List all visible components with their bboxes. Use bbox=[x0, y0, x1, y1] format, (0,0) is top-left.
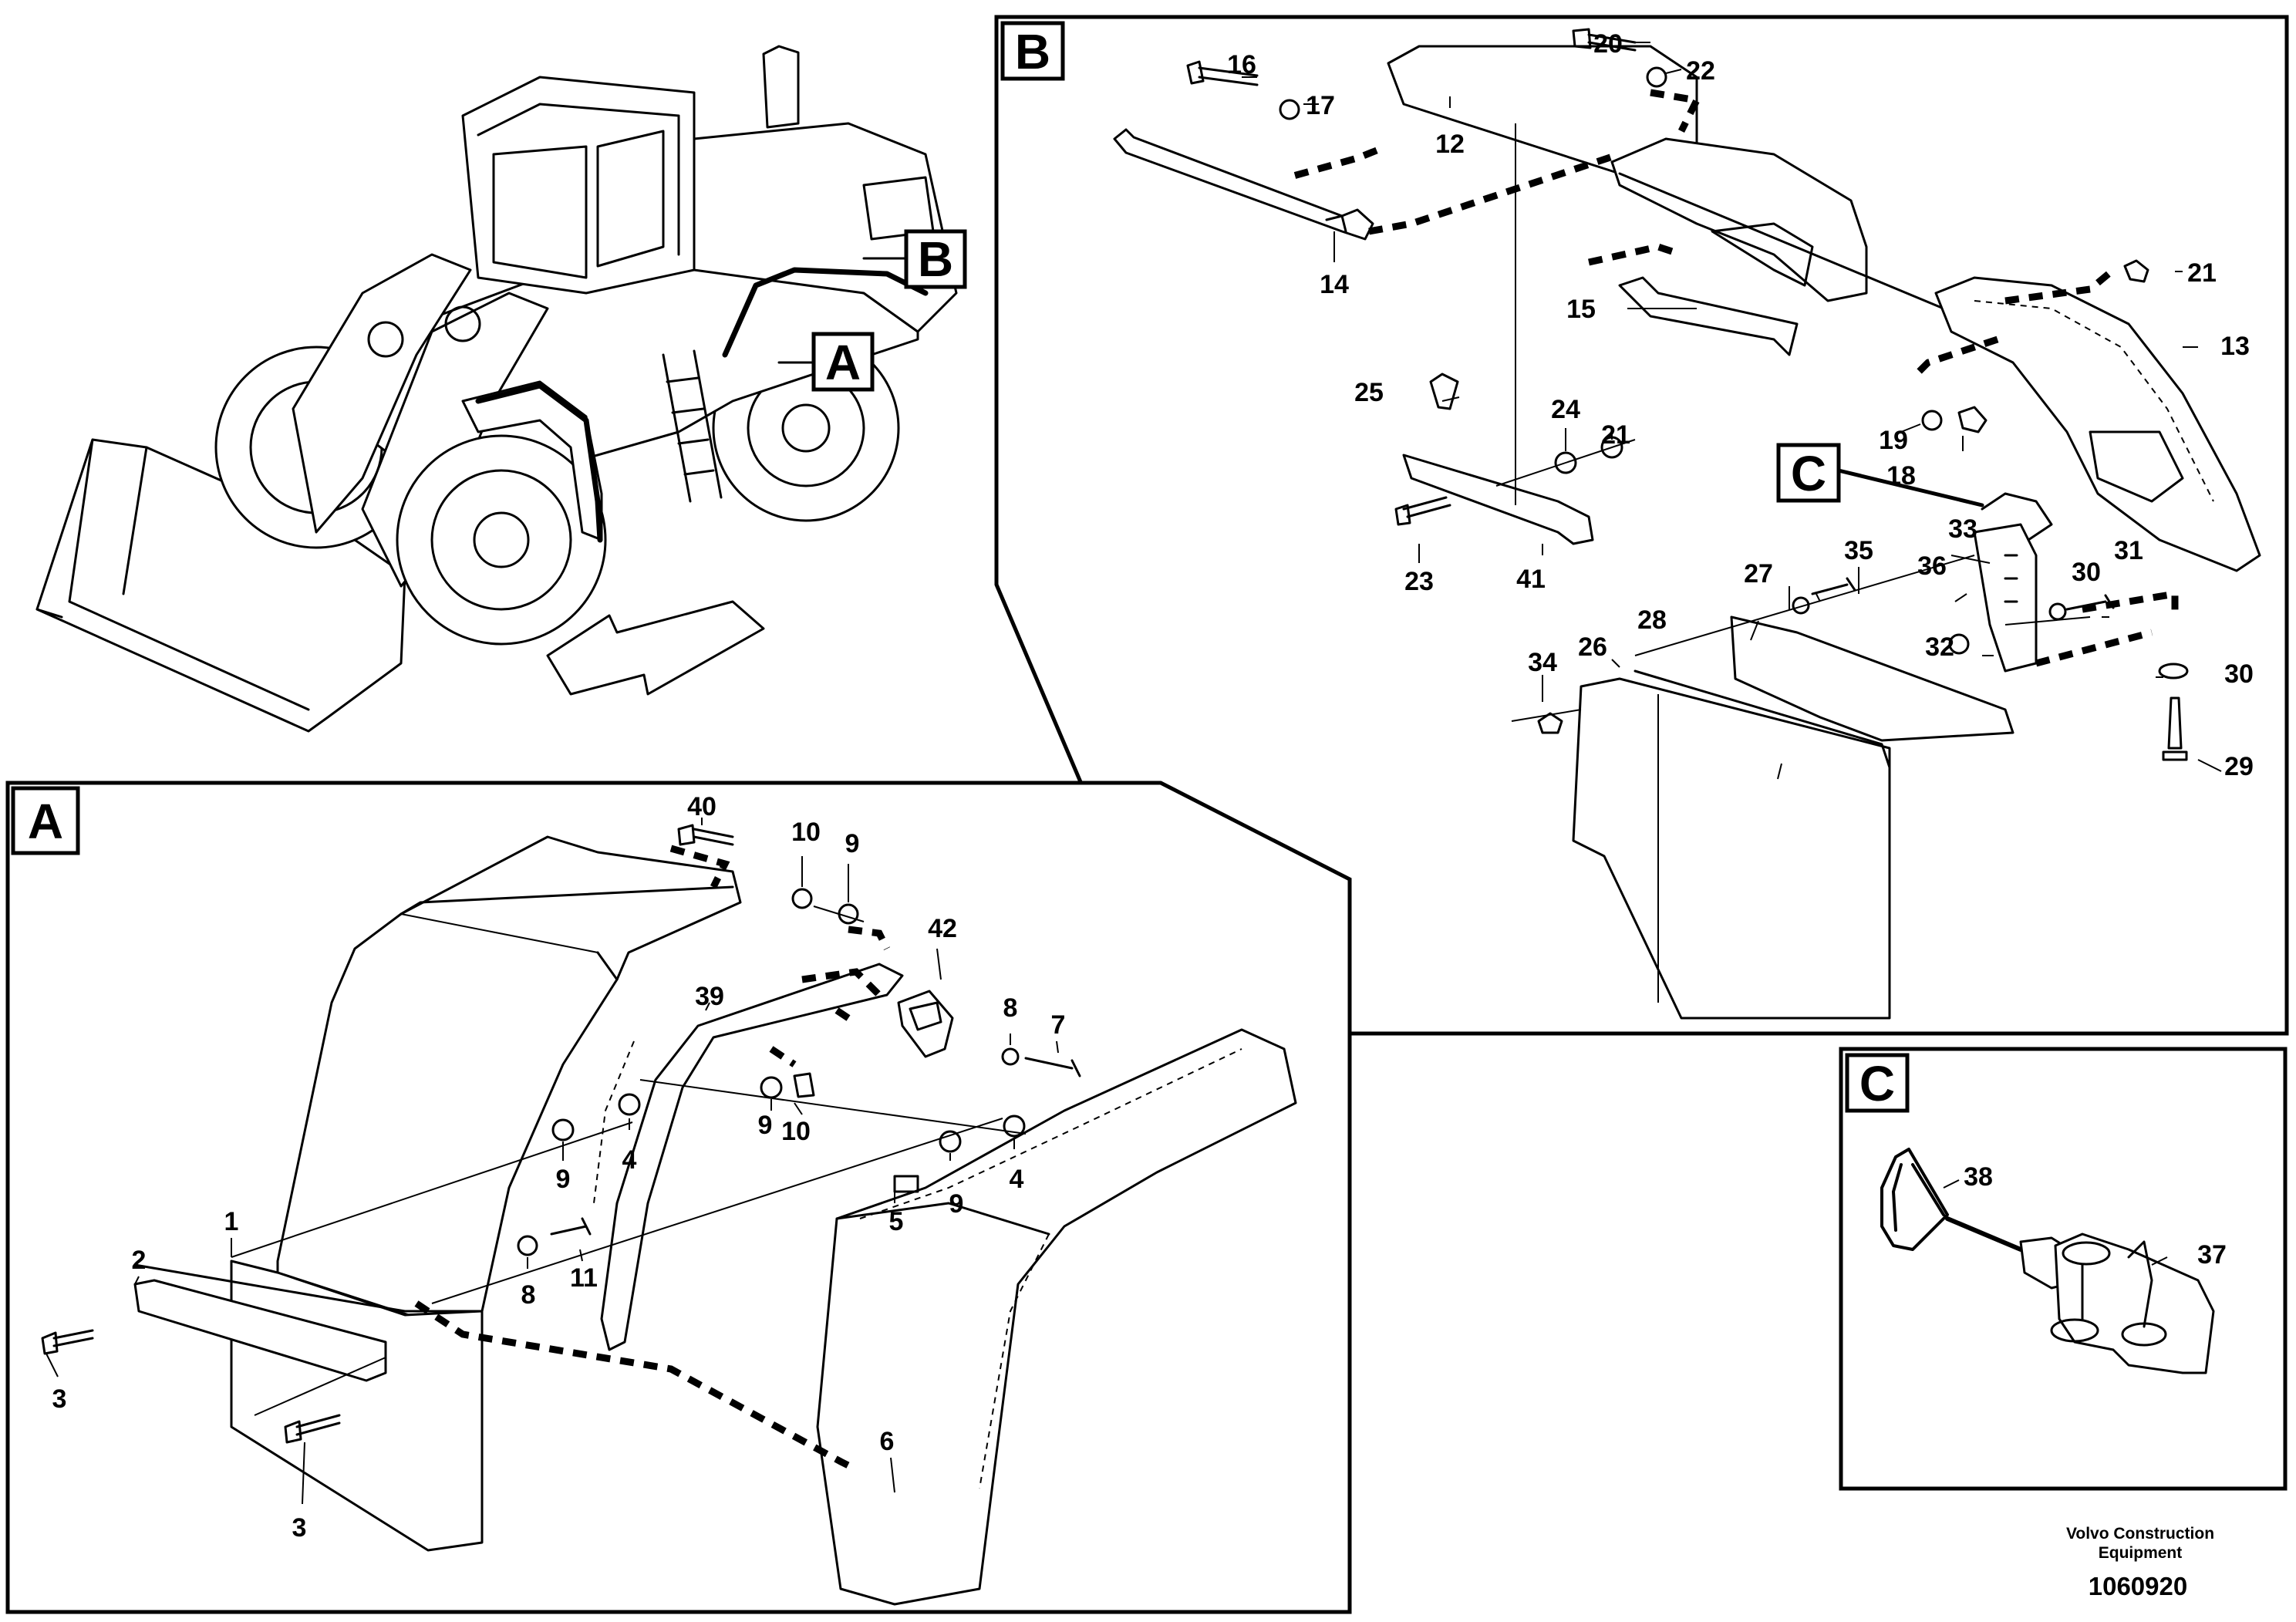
view-c-label: C bbox=[1859, 1056, 1895, 1111]
part-label-33: 33 bbox=[1948, 514, 1977, 544]
part-label-40: 40 bbox=[687, 792, 716, 821]
part-label-21-top: 21 bbox=[2187, 258, 2217, 288]
overview-pointer-b: B bbox=[862, 229, 967, 289]
part-label-29: 29 bbox=[2224, 752, 2254, 781]
part-label-9-mid: 9 bbox=[758, 1111, 773, 1140]
part-label-8-top: 8 bbox=[1003, 993, 1018, 1023]
part-label-10-mid: 10 bbox=[781, 1117, 811, 1146]
view-a-label: A bbox=[28, 794, 63, 849]
part-label-26: 26 bbox=[1578, 632, 1607, 662]
part-label-5: 5 bbox=[889, 1207, 904, 1236]
part-label-6: 6 bbox=[880, 1427, 895, 1456]
view-b-label: B bbox=[1015, 24, 1050, 79]
part-label-39: 39 bbox=[695, 982, 724, 1011]
part-label-24: 24 bbox=[1551, 395, 1580, 424]
part-label-30-top: 30 bbox=[2072, 558, 2101, 587]
pointer-a-label: A bbox=[825, 335, 861, 390]
part-label-8-mid: 8 bbox=[521, 1280, 536, 1310]
part-label-9-top: 9 bbox=[845, 829, 860, 858]
callout-c-label: C bbox=[1791, 446, 1826, 501]
part-label-16: 16 bbox=[1227, 50, 1256, 79]
detail-b-panel: B bbox=[994, 15, 2289, 1036]
part-label-4-right: 4 bbox=[1010, 1165, 1024, 1194]
part-label-17: 17 bbox=[1306, 91, 1335, 120]
company-name-line1: Volvo Construction bbox=[2066, 1525, 2214, 1543]
part-label-10-top: 10 bbox=[791, 818, 821, 847]
part-label-32: 32 bbox=[1925, 632, 1954, 662]
part-label-28: 28 bbox=[1637, 605, 1667, 635]
part-label-31: 31 bbox=[2114, 536, 2143, 565]
part-label-9-right: 9 bbox=[949, 1189, 964, 1219]
detail-c-panel: C 38 37 bbox=[1839, 1047, 2288, 1491]
hardware-b bbox=[1186, 28, 2189, 761]
part-label-30-bottom: 30 bbox=[2224, 659, 2254, 689]
part-label-27: 27 bbox=[1744, 559, 1773, 588]
part-label-42: 42 bbox=[928, 914, 957, 943]
pointer-b-label: B bbox=[918, 231, 953, 287]
part-label-21-mid: 21 bbox=[1601, 420, 1630, 450]
part-label-15: 15 bbox=[1566, 295, 1596, 324]
part-label-41: 41 bbox=[1516, 565, 1546, 594]
part-label-35: 35 bbox=[1844, 536, 1873, 565]
part-label-3-bottom: 3 bbox=[292, 1513, 307, 1543]
document-number: 1060920 bbox=[2089, 1572, 2187, 1600]
detail-a-panel: A bbox=[5, 781, 1352, 1614]
leaders-b bbox=[1242, 42, 2222, 780]
part-label-14: 14 bbox=[1320, 270, 1349, 299]
part-label-13: 13 bbox=[2220, 332, 2250, 361]
leaders-a bbox=[46, 818, 1059, 1505]
part-label-4-left: 4 bbox=[622, 1145, 637, 1175]
overview-machine bbox=[35, 45, 958, 733]
part-label-1: 1 bbox=[224, 1207, 239, 1236]
part-label-34: 34 bbox=[1528, 648, 1557, 677]
part-label-37: 37 bbox=[2197, 1240, 2227, 1270]
part-label-23: 23 bbox=[1404, 567, 1434, 596]
part-label-19: 19 bbox=[1879, 426, 1908, 455]
part-label-9-left: 9 bbox=[556, 1165, 571, 1194]
company-name-line2: Equipment bbox=[2099, 1544, 2183, 1562]
part-label-7: 7 bbox=[1051, 1010, 1066, 1040]
part-label-36: 36 bbox=[1917, 551, 1947, 581]
hardware-a bbox=[41, 824, 1081, 1444]
part-label-20: 20 bbox=[1593, 29, 1623, 59]
part-label-38: 38 bbox=[1964, 1162, 1993, 1192]
part-label-22: 22 bbox=[1686, 56, 1715, 86]
footer: Volvo Construction Equipment 1060920 bbox=[2066, 1525, 2214, 1600]
overview-pointer-a: A bbox=[777, 332, 875, 392]
part-label-3-left: 3 bbox=[52, 1384, 67, 1414]
part-label-11: 11 bbox=[570, 1263, 598, 1293]
part-label-2: 2 bbox=[132, 1246, 147, 1275]
part-label-25: 25 bbox=[1354, 378, 1384, 407]
part-label-12: 12 bbox=[1435, 130, 1465, 159]
part-label-18: 18 bbox=[1886, 461, 1916, 491]
